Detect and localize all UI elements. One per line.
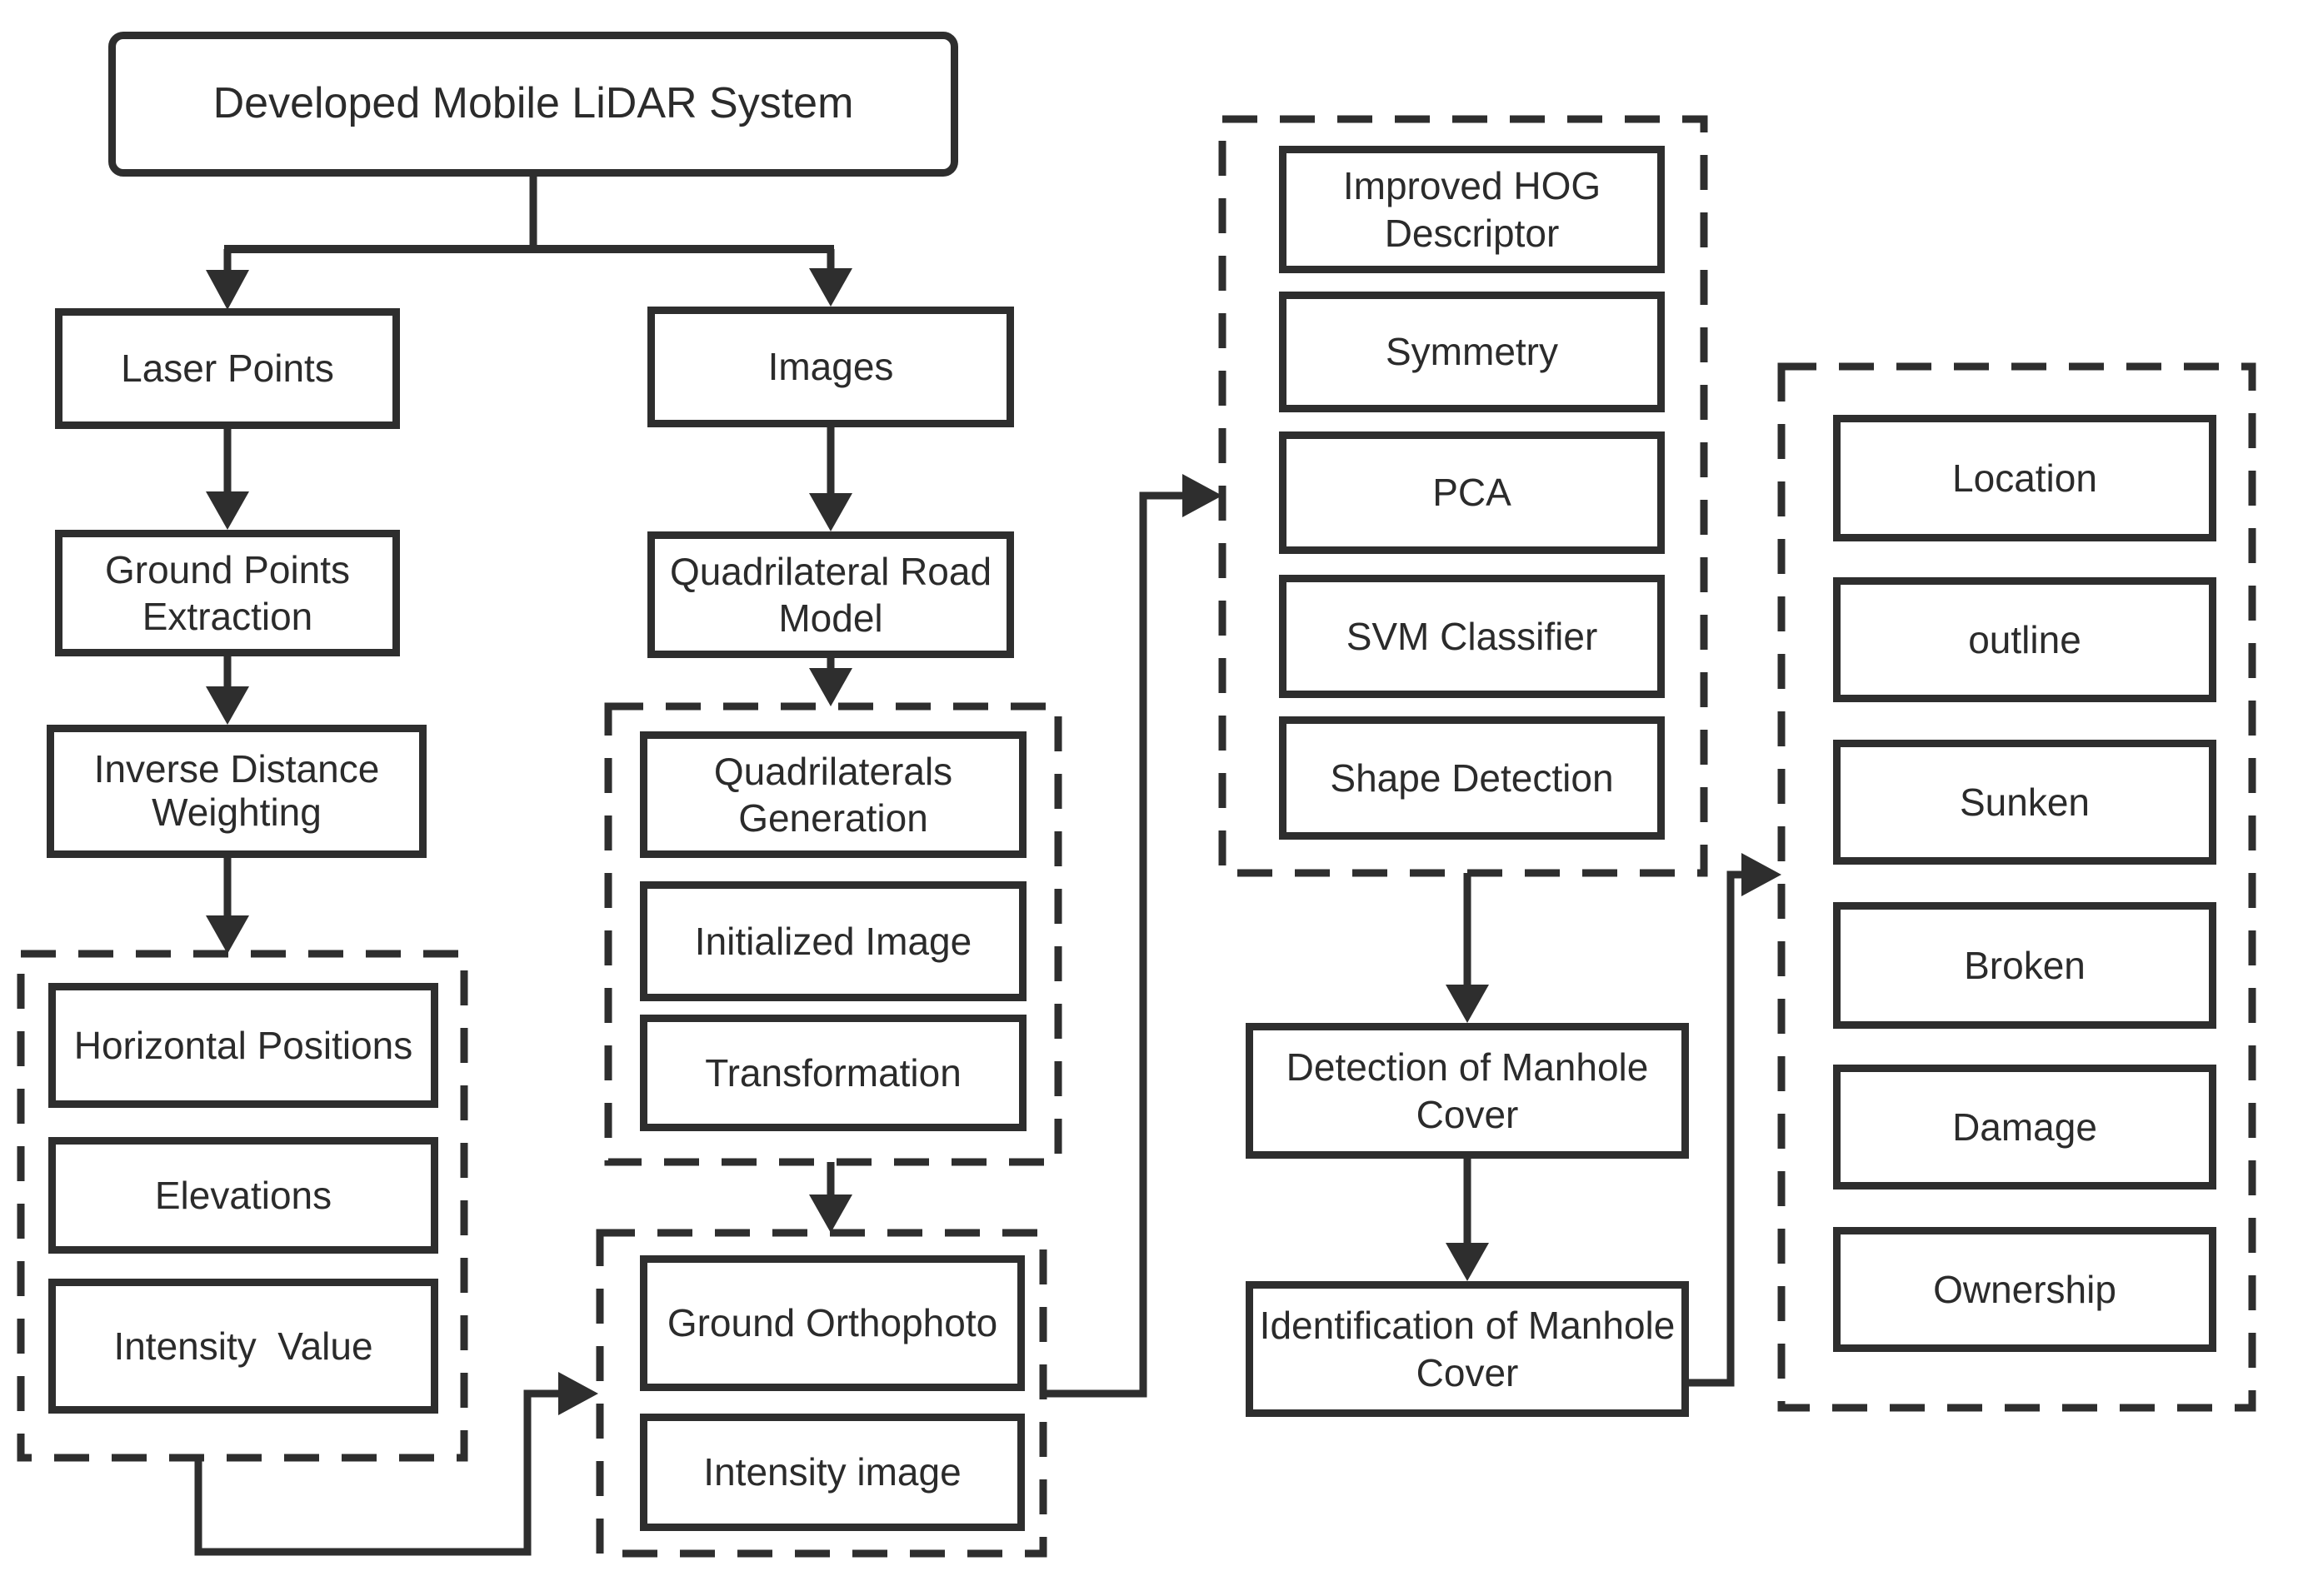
arrowhead <box>206 686 249 725</box>
node-broken: Broken <box>1833 902 2216 1029</box>
arrowhead <box>1741 853 1781 896</box>
arrowhead <box>1446 985 1489 1023</box>
arrowhead <box>809 268 852 307</box>
group-attributes-output <box>1777 362 2256 1412</box>
node-images: Images <box>647 307 1014 427</box>
node-initialized-image: Initialized Image <box>640 881 1027 1001</box>
node-detection-of-manhole-cover: Detection of Manhole Cover <box>1246 1023 1689 1159</box>
node-improved-hog-descriptor: Improved HOG Descriptor <box>1279 146 1665 273</box>
arrowhead <box>809 493 852 531</box>
node-intensity-image: Intensity image <box>640 1414 1025 1531</box>
arrowhead <box>1446 1243 1489 1281</box>
node-laser-points: Laser Points <box>55 308 400 429</box>
node-symmetry: Symmetry <box>1279 292 1665 412</box>
node-quadrilaterals-generation: Quadrilaterals Generation <box>640 731 1027 858</box>
title-box: Developed Mobile LiDAR System <box>108 32 958 177</box>
node-sunken: Sunken <box>1833 740 2216 865</box>
node-elevations: Elevations <box>48 1137 438 1254</box>
arrow-orthophoto-to-features <box>1043 491 1186 1398</box>
arrow-attributes-to-orthophoto <box>194 1389 562 1556</box>
node-quadrilateral-road-model: Quadrilateral Road Model <box>647 531 1014 658</box>
arrowhead <box>1182 474 1222 517</box>
group-orthophoto-products <box>596 1229 1047 1558</box>
node-inverse-distance-weighting: Inverse Distance Weighting <box>47 725 427 858</box>
arrowhead <box>809 668 852 706</box>
node-svm-classifier: SVM Classifier <box>1279 575 1665 698</box>
node-location: Location <box>1833 415 2216 541</box>
node-pca: PCA <box>1279 431 1665 554</box>
node-ownership: Ownership <box>1833 1227 2216 1352</box>
group-feature-methods <box>1218 115 1708 877</box>
node-ground-points-extraction: Ground Points Extraction <box>55 530 400 656</box>
arrowhead <box>206 270 249 310</box>
node-horizontal-positions: Horizontal Positions <box>48 983 438 1108</box>
node-transformation: Transformation <box>640 1015 1027 1131</box>
node-intensity-value: Intensity Value <box>48 1279 438 1414</box>
group-point-attributes <box>17 950 468 1462</box>
node-identification-of-manhole-cover: Identification of Manhole Cover <box>1246 1281 1689 1417</box>
group-orthophoto-steps <box>604 702 1062 1166</box>
arrowhead <box>206 915 249 954</box>
node-damage: Damage <box>1833 1065 2216 1190</box>
node-outline: outline <box>1833 577 2216 702</box>
node-ground-orthophoto: Ground Orthophoto <box>640 1255 1025 1391</box>
arrow-identification-to-output <box>1689 870 1745 1387</box>
node-shape-detection: Shape Detection <box>1279 716 1665 840</box>
arrowhead <box>809 1195 852 1233</box>
arrow-title-split <box>223 177 835 275</box>
arrowhead <box>206 491 249 530</box>
arrowhead <box>558 1372 598 1415</box>
